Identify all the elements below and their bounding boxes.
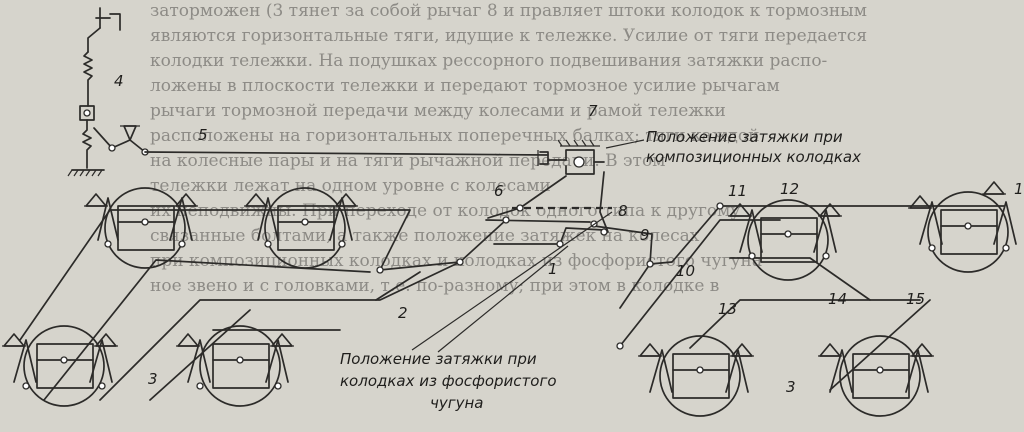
label-4: 4 [114,72,124,90]
label-16: 16 [1014,180,1024,198]
left-bogie [2,187,464,407]
caption-top: Положение затяжки при композиционных кол… [646,128,861,166]
label-8: 8 [618,202,628,220]
right-bogie [616,181,1017,417]
main-pull-rod [144,151,549,156]
caption-bottom-line: колодках из фосфористого [340,372,557,390]
label-10: 10 [676,262,695,280]
label-15: 15 [906,290,925,308]
caption-bottom-line: Положение затяжки при [340,350,537,368]
label-13: 13 [718,300,737,318]
caption-leaders [411,139,645,353]
hand-brake-assembly [67,7,149,177]
caption-bottom-line: чугуна [430,394,484,412]
caption-top-line: композиционных колодках [646,148,861,166]
caption-top-line: Положение затяжки при [646,128,843,146]
label-2: 2 [398,304,408,322]
bg-text-line: их неподвижны. При переходе от колодок о… [150,201,740,221]
bg-text-line: колодки тележки. На подушках рессорного … [150,51,827,71]
part-numbers: 1 2 3 3 4 5 6 7 8 9 10 11 12 13 14 15 16 [114,72,1024,396]
label-3-left: 3 [148,370,158,388]
bg-text-line: связанные болтами, а также положение зат… [150,226,700,246]
bg-text-line: рычаги тормозной передачи между колесами… [150,101,726,121]
brake-cylinder [537,139,605,175]
bg-text-line: ложены в плоскости тележки и передают то… [150,76,780,96]
caption-bottom: Положение затяжки при колодках из фосфор… [340,350,557,412]
label-7: 7 [588,102,598,120]
label-12: 12 [780,180,799,198]
label-3-right: 3 [786,378,796,396]
label-1: 1 [548,260,558,278]
bg-text-line: ное звено и с головками, т.е. по-разному… [150,276,719,296]
bg-text-line: тележки лежат на одном уровне с колесами [150,176,551,196]
label-14: 14 [828,290,847,308]
label-9: 9 [640,226,650,244]
bg-text-line: являются горизонтальные тяги, идущие к т… [150,26,867,46]
central-linkage [459,171,721,309]
bg-text-line: при композиционных колодках и колодках и… [150,251,762,271]
label-5: 5 [198,126,208,144]
bg-text-line: заторможен (3 тянет за собой рычаг 8 и п… [150,1,867,21]
label-11: 11 [728,182,747,200]
label-6: 6 [494,182,504,200]
bg-text-line: на колесные пары и на тяги рычажной пере… [150,151,665,171]
bg-text-line: расположены на горизонтальных поперечных… [150,126,759,146]
